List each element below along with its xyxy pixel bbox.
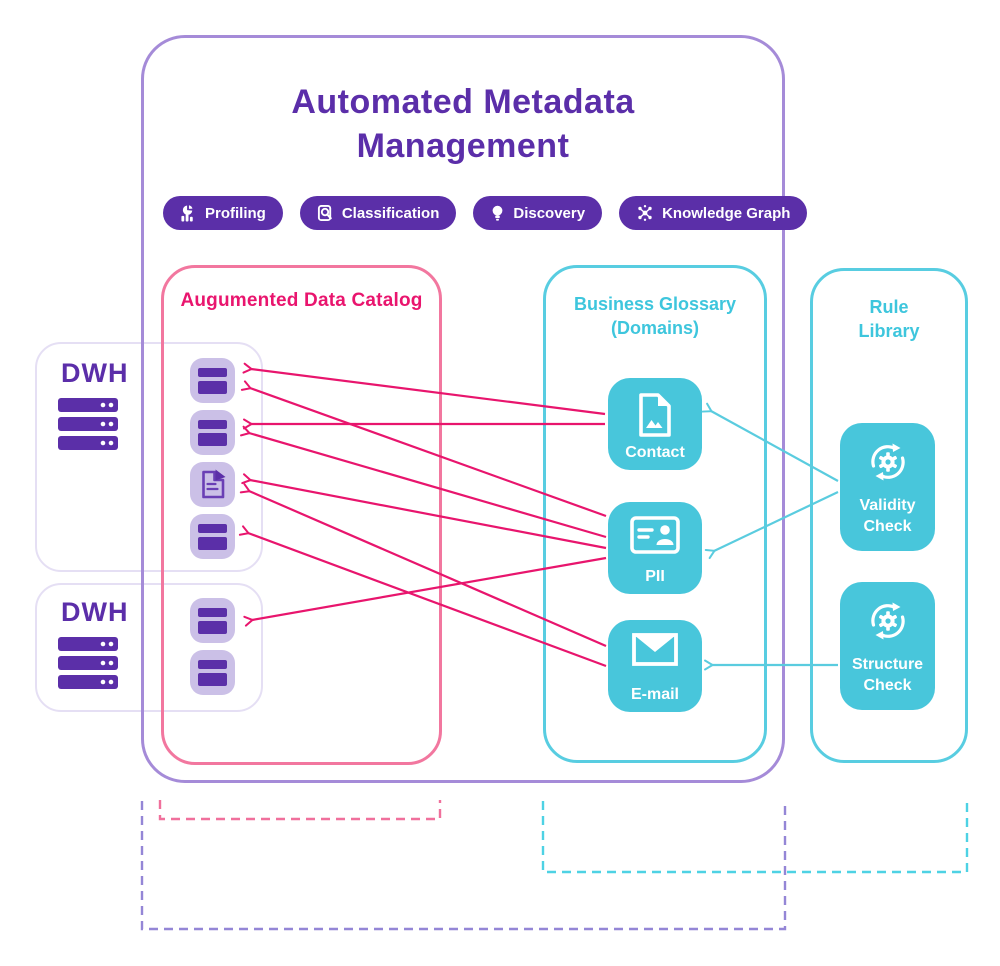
glossary-item-email: E-mail [608, 620, 702, 712]
table-icon [190, 410, 235, 455]
catalog-bracket [158, 800, 442, 821]
table-icon [190, 650, 235, 695]
management-bracket [140, 801, 787, 931]
rule-library-title-line1: Rule [869, 297, 909, 317]
dwh-box-2: DWH [35, 583, 263, 712]
glossary-item-contact: Contact [608, 378, 702, 470]
tile-label: PII [645, 568, 665, 585]
envelope-icon [632, 633, 678, 666]
pill-label: Profiling [205, 204, 266, 222]
magnifier-document-icon [317, 204, 332, 222]
glossary-title-line1: Business Glossary [573, 294, 737, 314]
glossary-title-line2: (Domains) [610, 318, 699, 338]
dwh-label: DWH [61, 358, 129, 388]
table-icon [190, 358, 235, 403]
pill-discovery: Discovery [473, 196, 603, 230]
rule-structure-check: Structure Check [840, 582, 935, 710]
page-title: Automated Metadata Management [144, 80, 782, 168]
lightbulb-icon [492, 205, 503, 221]
pill-profiling: Profiling [163, 196, 283, 230]
server-stack-icon [58, 637, 118, 689]
capability-pills: Profiling Classification Discovery [163, 196, 808, 230]
pill-label: Knowledge Graph [662, 204, 791, 222]
automated-metadata-management-panel: Automated Metadata Management Profiling [141, 35, 808, 783]
table-icon [190, 514, 235, 559]
sync-gear-icon [870, 443, 905, 481]
pill-classification: Classification [299, 196, 457, 230]
pill-label: Classification [341, 204, 440, 222]
rule-library-title: Rule Library [813, 295, 965, 343]
tile-label: Contact [625, 444, 685, 461]
page-title-line1: Automated Metadata [291, 83, 635, 121]
glossary-rules-bracket [541, 801, 969, 874]
tile-label: E-mail [630, 686, 679, 703]
sync-gear-icon [870, 602, 905, 640]
glossary-title: Business Glossary (Domains) [546, 292, 764, 340]
catalog-title: Augumented Data Catalog [180, 290, 423, 311]
image-document-icon [639, 393, 671, 437]
rule-library-title-line2: Library [858, 321, 920, 341]
server-stack-icon [58, 398, 118, 450]
rule-validity-check: Validity Check [840, 423, 935, 551]
pill-knowledge-graph: Knowledge Graph [619, 196, 808, 230]
page-title-line2: Management [356, 127, 570, 165]
id-card-icon [630, 516, 680, 554]
dwh-label: DWH [61, 597, 129, 627]
document-icon [190, 462, 235, 507]
pill-label: Discovery [513, 204, 586, 222]
tile-label: Structure Check [851, 656, 924, 694]
network-graph-icon [638, 205, 652, 221]
tile-label: Validity Check [859, 497, 916, 535]
profiling-chart-icon [181, 205, 193, 222]
dwh-box-1: DWH [35, 342, 263, 572]
table-icon [190, 598, 235, 643]
glossary-item-pii: PII [608, 502, 702, 594]
